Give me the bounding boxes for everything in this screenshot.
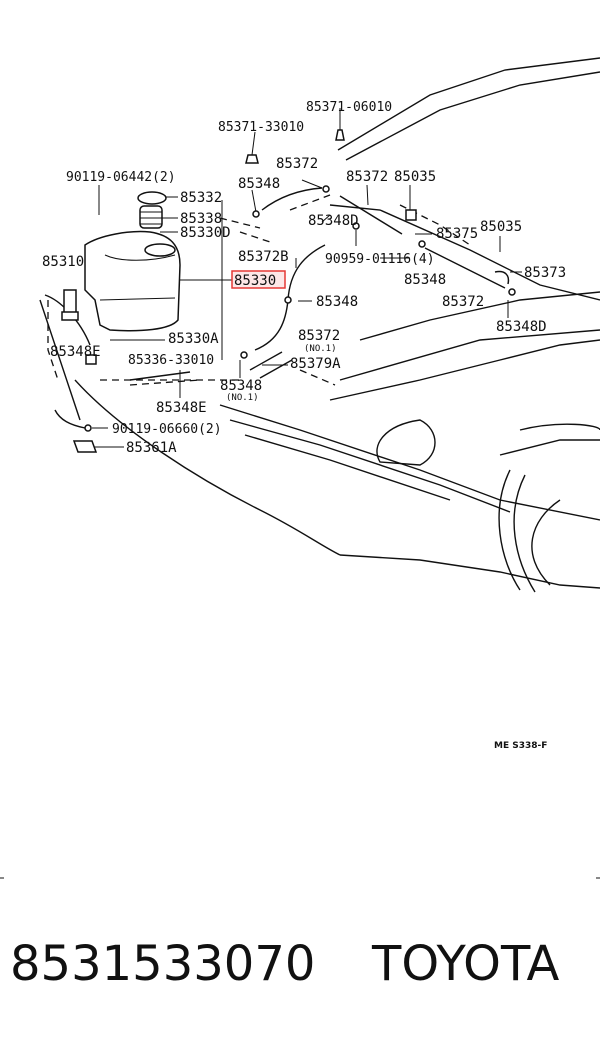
label-85348-right: 85348 — [404, 272, 446, 288]
label-85336-33010: 85336-33010 — [128, 353, 214, 368]
label-85348d-right: 85348D — [496, 319, 547, 335]
label-85372-mid: 85372 — [346, 169, 388, 185]
washer-pump — [61, 289, 79, 321]
highlighted-part-box — [231, 270, 286, 289]
label-85371-06010: 85371-06010 — [306, 100, 392, 115]
label-85372-top: 85372 — [276, 156, 318, 172]
label-85348e-bottom: 85348E — [156, 400, 207, 416]
label-85348-center: 85348 — [316, 294, 358, 310]
label-85348e-left: 85348E — [50, 344, 101, 360]
parts-diagram: 85371-06010 85371-33010 85372 85348 8537… — [0, 57, 600, 879]
label-85330a: 85330A — [168, 331, 219, 347]
car-body-outline — [39, 57, 600, 593]
label-85348-no1: 85348 — [220, 378, 262, 394]
label-85361a: 85361A — [126, 440, 177, 456]
label-85371-33010: 85371-33010 — [218, 120, 304, 135]
label-85379a: 85379A — [290, 356, 341, 372]
part-labels: 85371-06010 85371-33010 85372 85348 8537… — [42, 100, 566, 751]
drawing-code: ME S338-F — [494, 741, 547, 751]
label-90119-06442: 90119-06442(2) — [66, 170, 176, 185]
label-90959-01116: 90959-01116(4) — [325, 252, 435, 267]
part-footer: 8531533070 TOYOTA — [0, 936, 600, 1016]
label-85330-highlighted: 85330 — [234, 273, 276, 289]
label-85372-no1: 85372 — [298, 328, 340, 344]
label-85373: 85373 — [524, 265, 566, 281]
label-85332: 85332 — [180, 190, 222, 206]
label-no1-b: (NO.1) — [226, 393, 259, 403]
label-85035-right: 85035 — [480, 219, 522, 235]
label-85310: 85310 — [42, 254, 84, 270]
washer-tank — [84, 230, 181, 332]
brand-name: TOYOTA — [372, 936, 560, 992]
label-no1-a: (NO.1) — [304, 344, 337, 354]
label-90119-06660: 90119-06660(2) — [112, 422, 222, 437]
label-85348d-mid: 85348D — [308, 213, 359, 229]
label-85330d: 85330D — [180, 225, 231, 241]
label-85372b: 85372B — [238, 249, 289, 265]
label-85338: 85338 — [180, 211, 222, 227]
tank-cap — [137, 191, 167, 229]
washer-nozzles — [72, 129, 516, 453]
label-85375: 85375 — [436, 226, 478, 242]
label-85372-right: 85372 — [442, 294, 484, 310]
part-number: 8531533070 — [10, 936, 316, 992]
label-85348-top: 85348 — [238, 176, 280, 192]
label-85035-top: 85035 — [394, 169, 436, 185]
